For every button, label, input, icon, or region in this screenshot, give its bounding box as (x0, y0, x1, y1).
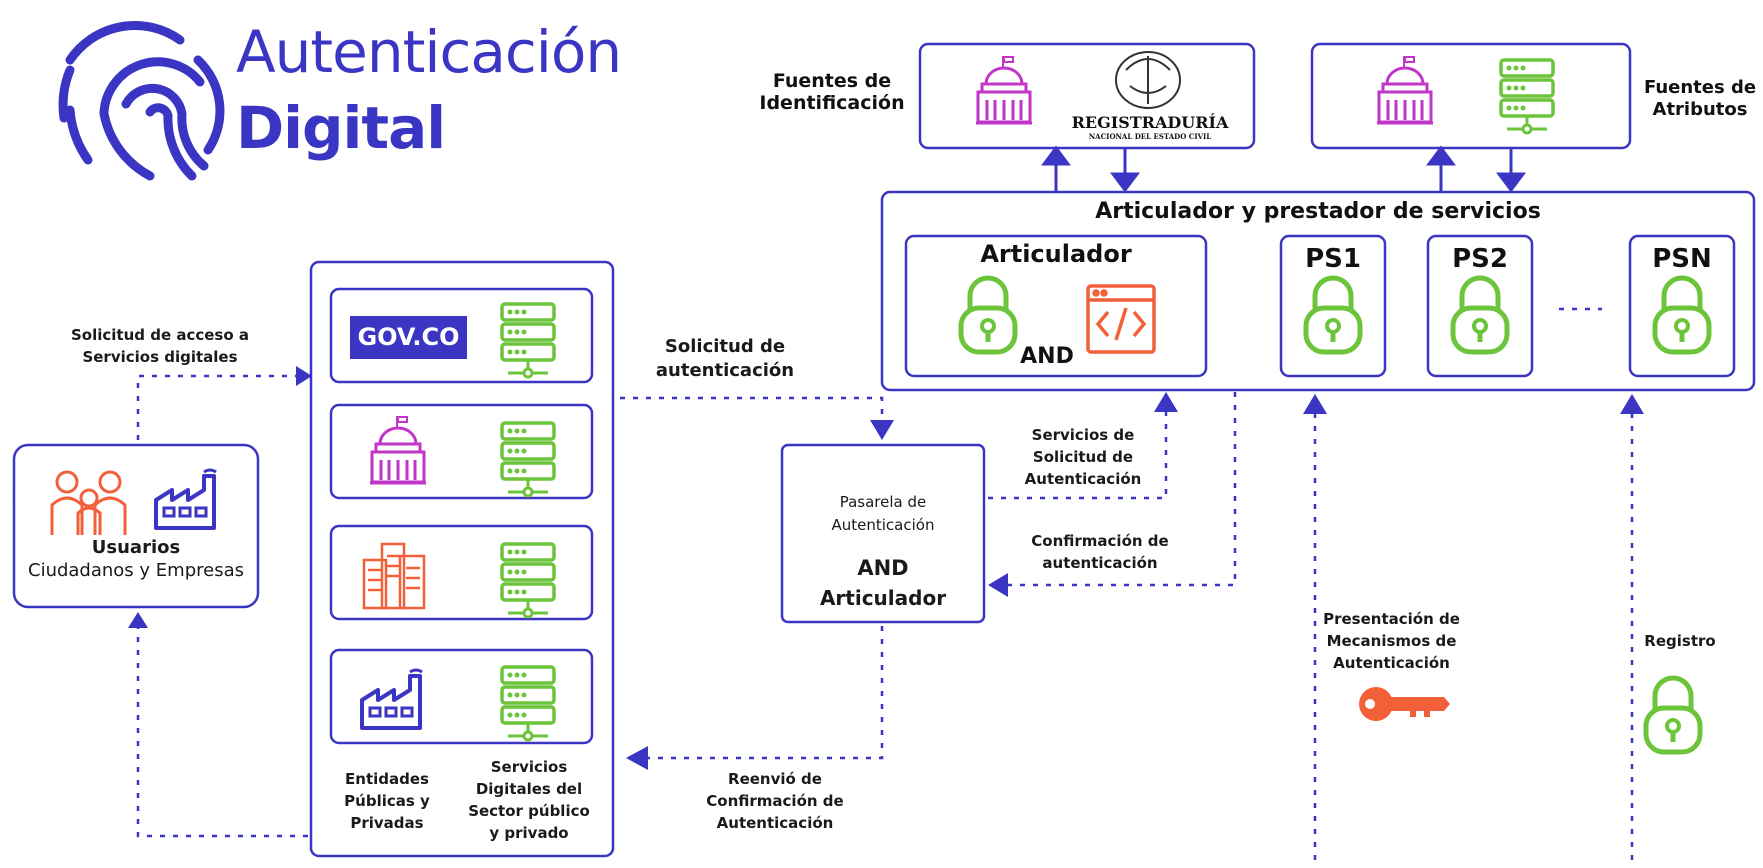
fuentes-identificacion-label: Fuentes de Identificación (759, 70, 905, 114)
title-line1: Autenticación (236, 18, 622, 86)
ps2-box (1426, 234, 1534, 378)
articulador-title: Articulador (980, 240, 1132, 268)
articulador-box (904, 234, 1208, 378)
articulador-prestador-title: Articulador y prestador de servicios (1095, 199, 1541, 224)
pasarela-label-2: Autenticación (831, 516, 935, 534)
lock-icon (1655, 278, 1709, 352)
capitol-row (329, 403, 594, 500)
registro-label: Registro (1644, 632, 1716, 650)
presentacion-label: Presentación de Mecanismos de Autenticac… (1323, 610, 1460, 672)
lock-icon (1306, 278, 1360, 352)
factory-icon (360, 668, 424, 730)
code-window-icon (1086, 284, 1156, 354)
fuentes-atributos-box (1310, 42, 1632, 150)
pasarela-articulador: Articulador (819, 586, 947, 610)
server-icon (1499, 58, 1555, 135)
servicios-digitales-label: Servicios Digitales del Sector público y… (468, 758, 590, 842)
registraduria-seal-icon (1115, 51, 1181, 109)
fuentes-identificacion-box (918, 42, 1256, 150)
factory-row (329, 648, 594, 745)
capitol-icon (368, 414, 428, 485)
entidades-label: Entidades Públicas y Privadas (344, 770, 430, 832)
usuarios-box (12, 443, 260, 609)
solicitud-autenticacion-label: Solicitud de autenticación (655, 336, 795, 381)
registraduria-label: REGISTRADURÍA NACIONAL DEL ESTADO CIVIL (1071, 113, 1229, 142)
govco-row (329, 287, 594, 384)
server-icon (500, 421, 556, 498)
server-icon (500, 542, 556, 619)
articulador-and: AND (1020, 344, 1074, 369)
family-icon (50, 470, 127, 535)
psn-title: PSN (1652, 244, 1712, 274)
usuarios-title: Usuarios (91, 537, 181, 558)
server-icon (500, 302, 556, 379)
fuentes-atributos-label: Fuentes de Atributos (1643, 77, 1757, 120)
buildings-icon (362, 542, 426, 610)
reenvio-label: Reenvió de Confirmación de Autenticación (706, 770, 844, 832)
articulador-prestador-box (880, 190, 1756, 392)
pasarela-label-1: Pasarela de (839, 493, 927, 511)
psn-box (1628, 234, 1736, 378)
ps1-title: PS1 (1305, 244, 1361, 274)
pasarela-and: AND (857, 556, 909, 580)
fingerprint-icon (58, 21, 225, 181)
server-icon (500, 665, 556, 742)
solicitud-acceso-label: Solicitud de acceso a Servicios digitale… (70, 326, 250, 366)
capitol-icon (974, 54, 1034, 125)
usuarios-subtitle: Ciudadanos y Empresas (28, 560, 244, 581)
ps1-box (1279, 234, 1387, 378)
lock-icon (961, 278, 1015, 352)
capitol-icon (1375, 54, 1435, 125)
ps2-title: PS2 (1452, 244, 1508, 274)
entidades-box (309, 260, 615, 858)
lock-icon (1453, 278, 1507, 352)
govco-logo: GOV.CO (350, 316, 467, 359)
lock-icon (1646, 678, 1700, 752)
key-icon (1359, 687, 1450, 721)
buildings-row (329, 524, 594, 621)
servicios-solicitud-label: Servicios de Solicitud de Autenticación (1024, 426, 1142, 488)
factory-icon (154, 468, 218, 530)
pasarela-box (780, 443, 986, 624)
confirmacion-label: Confirmación de autenticación (1031, 532, 1169, 572)
title-line2: Digital (236, 94, 446, 162)
